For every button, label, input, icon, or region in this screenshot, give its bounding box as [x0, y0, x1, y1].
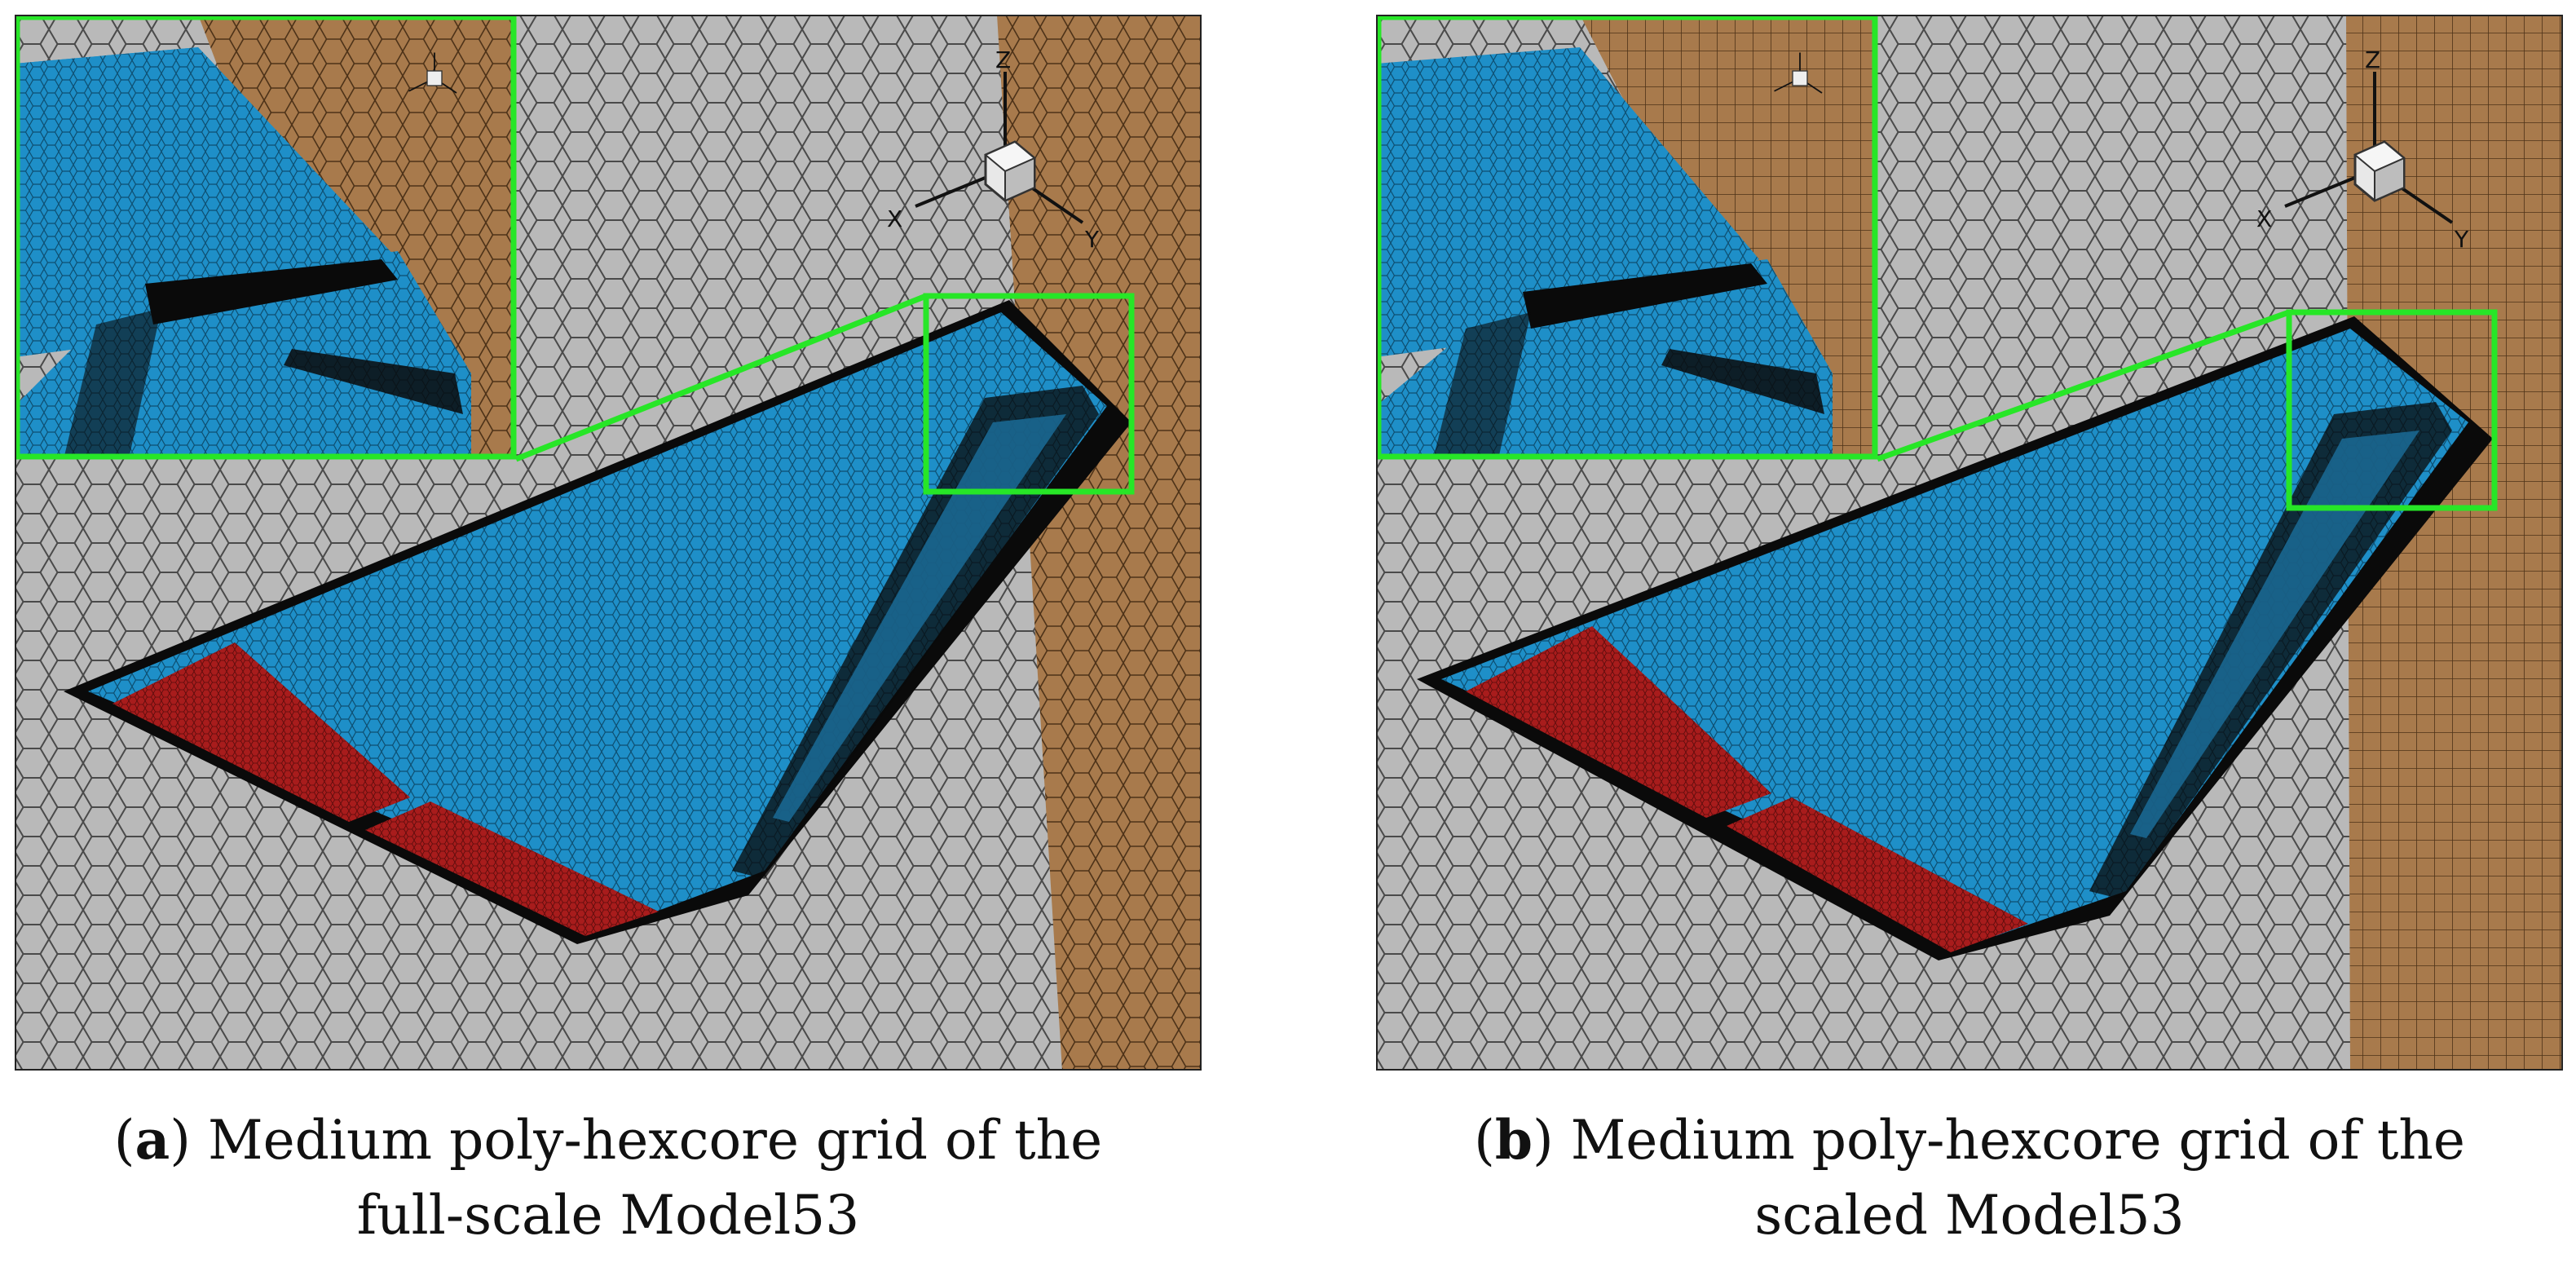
- slat-surface: [2130, 430, 2419, 838]
- figure-panel-b: Z X Y: [1376, 15, 2563, 1071]
- control-surface-inner: [112, 642, 410, 822]
- zoom-highlight-box: [2286, 309, 2498, 511]
- figure-panel-a: Z X Y: [15, 15, 1202, 1071]
- x-axis-label: X: [887, 205, 902, 232]
- z-axis-label: Z: [995, 46, 1011, 73]
- y-axis-label: Y: [2454, 226, 2469, 253]
- zoom-inset: [1376, 15, 1878, 460]
- zoom-highlight-box: [923, 293, 1135, 495]
- axis-triad: Z X Y: [2256, 46, 2469, 253]
- panel-frame: [15, 15, 1202, 1071]
- zoom-inset: [15, 15, 517, 460]
- caption-b-letter: b: [1494, 1108, 1533, 1172]
- zoom-connector-line: [1876, 309, 2291, 462]
- caption-a-letter: a: [135, 1108, 170, 1172]
- panel-frame: [1376, 15, 2563, 1071]
- symmetry-wall: [997, 15, 1202, 1071]
- caption-a: (a) Medium poly-hexcore grid of the full…: [15, 1102, 1202, 1253]
- zoom-connector-line: [514, 293, 928, 462]
- caption-a-line1: (a) Medium poly-hexcore grid of the: [113, 1108, 1103, 1172]
- symmetry-wall: [2346, 15, 2563, 1071]
- control-surface-outer: [1727, 797, 2028, 952]
- caption-b-line1: (b) Medium poly-hexcore grid of the: [1474, 1108, 2465, 1172]
- caption-a-text1: Medium poly-hexcore grid of the: [208, 1109, 1103, 1172]
- caption-b-text1: Medium poly-hexcore grid of the: [1570, 1109, 2465, 1172]
- x-axis-label: X: [2256, 205, 2272, 232]
- mesh-render-a: Z X Y: [15, 15, 1202, 1071]
- control-surface-outer: [365, 801, 659, 936]
- slat-surface: [773, 414, 1066, 822]
- caption-a-line2: full-scale Model53: [356, 1184, 860, 1247]
- caption-b-line2: scaled Model53: [1754, 1184, 2185, 1247]
- mesh-render-b: Z X Y: [1376, 15, 2563, 1071]
- caption-b: (b) Medium poly-hexcore grid of the scal…: [1376, 1102, 2563, 1253]
- z-axis-label: Z: [2365, 46, 2380, 73]
- y-axis-label: Y: [1084, 226, 1100, 253]
- axis-triad: Z X Y: [887, 46, 1100, 253]
- control-surface-inner: [1466, 626, 1771, 818]
